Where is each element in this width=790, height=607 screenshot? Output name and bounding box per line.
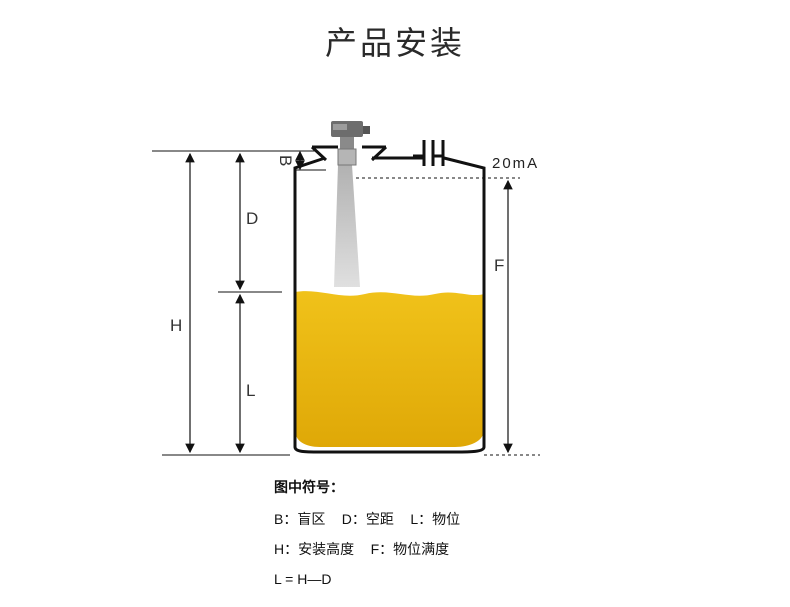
tank-outline	[293, 156, 486, 454]
tank-nozzle	[413, 140, 445, 166]
label-b: B	[276, 155, 295, 166]
legend-title: 图中符号：	[274, 480, 344, 496]
label-h: H	[170, 316, 182, 335]
mounting-flange	[310, 145, 388, 162]
legend-item-h: H：安装高度	[274, 541, 355, 558]
legend-formula: L = H—D	[274, 571, 332, 587]
legend-row-2: H：安装高度 F：物位满度	[274, 534, 472, 564]
symbol-legend: 图中符号： B：盲区 D：空距 L：物位 H：安装高度 F：物位满度 L = H…	[274, 478, 472, 594]
legend-item-d: D：空距	[341, 511, 394, 528]
page-title: 产品安装	[324, 24, 465, 62]
label-f: F	[494, 256, 504, 275]
label-d: D	[246, 209, 258, 228]
label-l: L	[246, 381, 255, 400]
legend-item-b: B：盲区	[274, 511, 326, 528]
legend-row-1: B：盲区 D：空距 L：物位	[274, 504, 472, 534]
liquid-fill	[295, 291, 484, 447]
legend-item-l: L：物位	[410, 511, 461, 528]
legend-item-f: F：物位满度	[370, 541, 450, 558]
signal-label: 20mA	[492, 155, 539, 172]
ultrasonic-beam	[334, 165, 360, 287]
sensor-head	[331, 121, 370, 166]
